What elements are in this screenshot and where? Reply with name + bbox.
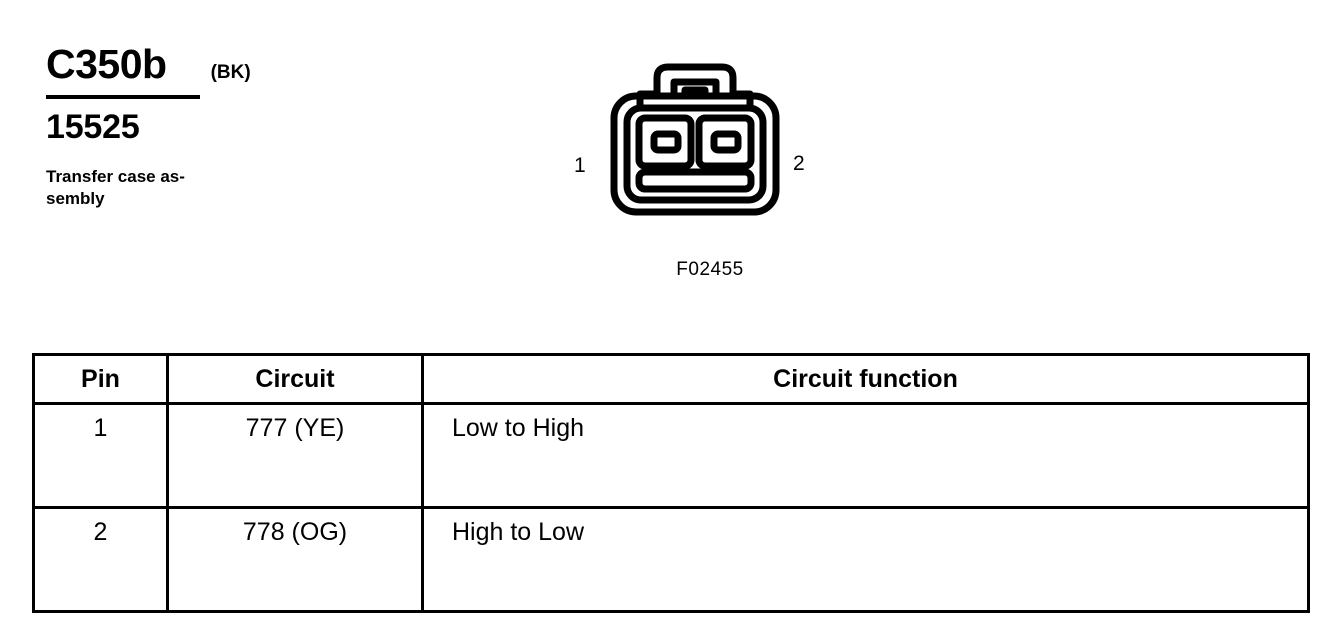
cell-circuit: 778 (OG) [166,506,424,613]
column-header-circuit: Circuit [166,353,424,405]
pin-table: Pin Circuit Circuit function 1 777 (YE) … [32,353,1310,613]
connector-description: Transfer case as-sembly [46,167,185,208]
housing-inner-wall [623,104,767,204]
housing-outer-shell [610,92,780,216]
connector-code: C350b [46,41,167,87]
table-header-row: Pin Circuit Circuit function [32,353,1310,405]
pin-table-body: 1 777 (YE) Low to High 2 778 (OG) High t… [32,402,1310,613]
connector-code-row: C350b (BK) [46,44,346,85]
pin-number-2-label: 2 [793,152,805,175]
cavity-2 [695,114,755,170]
cavity-1 [635,114,695,170]
column-header-function: Circuit function [421,353,1310,405]
latch-inner-outline [670,78,720,100]
cell-pin: 1 [32,402,169,509]
terminal-slot-2 [710,130,742,154]
column-header-pin: Pin [32,353,169,405]
connector-housing-icon [610,63,780,216]
cell-function: Low to High [421,402,1310,509]
pin-table-head: Pin Circuit Circuit function [32,353,1310,405]
connector-identification: C350b (BK) 15525 Transfer case as-sembly [46,44,346,210]
cell-pin: 2 [32,506,169,613]
retaining-bar [635,168,755,193]
connector-figure: 1 2 [560,52,830,281]
table-row: 1 777 (YE) Low to High [32,402,1310,509]
connector-figure-id: F02455 [676,259,744,280]
connector-part-number: 15525 [46,108,140,146]
cell-function: High to Low [421,506,1310,613]
terminal-slot-1 [650,130,682,154]
pin-number-1-label: 1 [574,154,586,177]
latch-outer-outline [653,63,737,100]
connector-drawing-wrap: 1 2 [560,52,830,237]
cell-circuit: 777 (YE) [166,402,424,509]
table-row: 2 778 (OG) High to Low [32,506,1310,613]
divider-rule [46,95,200,99]
connector-color-code: (BK) [210,62,251,83]
